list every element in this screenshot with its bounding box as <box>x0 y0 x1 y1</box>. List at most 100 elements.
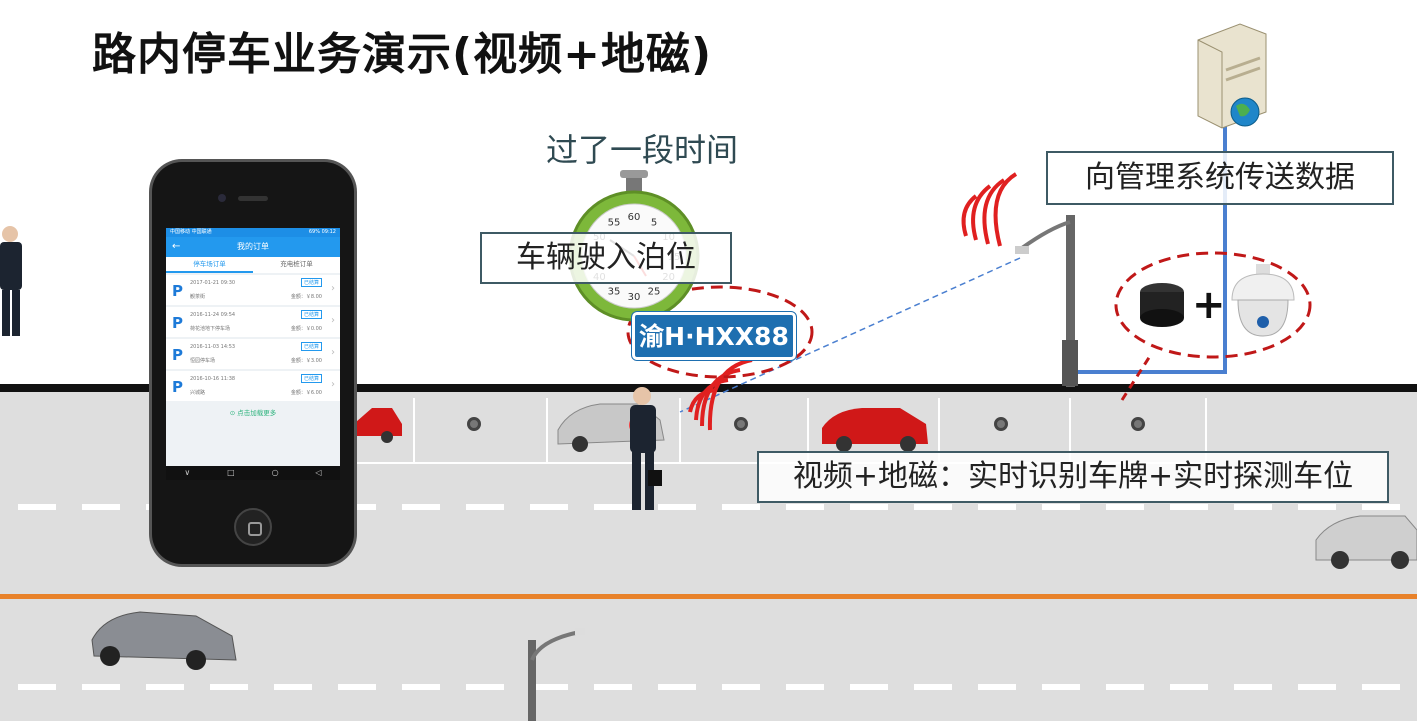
app-bar-title: 我的订单 <box>237 242 269 251</box>
lane-dash <box>1106 504 1144 510</box>
lane-dash <box>18 504 56 510</box>
lane-dash <box>338 684 376 690</box>
stopwatch-number: 30 <box>628 292 641 303</box>
lane-dash <box>1234 684 1272 690</box>
geomagnetic-sensor-icon <box>994 417 1008 431</box>
lane-dash <box>786 684 824 690</box>
parking-p-icon: P <box>172 314 183 332</box>
lane-dash <box>1234 504 1272 510</box>
lane-dash <box>658 684 696 690</box>
home-button[interactable] <box>234 508 272 546</box>
lane-dash <box>402 684 440 690</box>
parking-p-icon: P <box>172 378 183 396</box>
chevron-right-icon: › <box>331 347 335 358</box>
lane-dash <box>338 504 376 510</box>
lane-dash <box>1170 684 1208 690</box>
lane-dash <box>722 684 760 690</box>
lane-dash <box>1362 504 1400 510</box>
lane-dash <box>274 684 312 690</box>
lane-dash <box>978 684 1016 690</box>
stopwatch-number: 35 <box>608 287 621 298</box>
chevron-right-icon: › <box>331 283 335 294</box>
order-date: 2016-10-16 11:38 <box>190 376 236 382</box>
status-carrier: 中国移动 中国联通 <box>170 229 212 235</box>
status-bar: 中国移动 中国联通 69% 09:12 <box>166 228 340 237</box>
street-lamp-icon <box>1015 215 1078 387</box>
lane-dash <box>530 504 568 510</box>
device-highlight-ring <box>1114 251 1312 359</box>
order-location: 恒园停车场 <box>190 358 216 364</box>
geomagnetic-sensor-icon <box>734 417 748 431</box>
parking-p-icon: P <box>172 282 183 300</box>
license-plate: 渝H·HXX88 <box>631 311 797 361</box>
geomagnetic-sensor-icon <box>467 417 481 431</box>
lane-dash <box>850 504 888 510</box>
video-geomag-label: 视频+地磁：实时识别车牌+实时探测车位 <box>757 451 1389 503</box>
nav-recent-icon[interactable]: □ <box>227 468 235 477</box>
order-location: 荷花池地下停车场 <box>190 326 231 332</box>
nav-down-icon[interactable]: ∨ <box>184 468 191 477</box>
vehicle-enter-label: 车辆驶入泊位 <box>480 232 732 284</box>
lane-dash <box>850 684 888 690</box>
nav-back-icon[interactable]: ◁ <box>315 468 322 477</box>
order-amount: 金额：￥3.00 <box>290 358 322 364</box>
order-status-badge: 已结算 <box>300 374 322 383</box>
order-status-badge: 已结算 <box>300 278 322 287</box>
lane-dash <box>1106 684 1144 690</box>
stopwatch-number: 25 <box>648 287 661 298</box>
center-line <box>0 594 1417 599</box>
stopwatch-number: 60 <box>628 212 641 223</box>
signal-wave-icon <box>688 358 753 431</box>
lane-dash <box>466 684 504 690</box>
phone-screen: 中国移动 中国联通 69% 09:12 ← 我的订单 停车场订单 充电桩订单 P… <box>166 228 340 480</box>
nav-home-icon[interactable]: ○ <box>271 468 279 477</box>
send-to-system-label: 向管理系统传送数据 <box>1046 151 1394 205</box>
lane-dash <box>914 504 952 510</box>
lane-dash <box>786 504 824 510</box>
phone-speaker <box>238 196 268 201</box>
street-lamp-icon <box>528 628 585 721</box>
car-icon <box>356 408 402 443</box>
order-amount: 金额：￥6.00 <box>290 390 322 396</box>
plate-highlight-ring <box>626 285 814 379</box>
lane-dash <box>1362 684 1400 690</box>
load-more-link[interactable]: ⊙ 点击加载更多 <box>229 409 277 417</box>
phone-camera-icon <box>218 194 226 202</box>
lane-dash <box>402 504 440 510</box>
chevron-right-icon: › <box>331 315 335 326</box>
stopwatch-number: 55 <box>608 217 621 228</box>
lane-dash <box>466 504 504 510</box>
data-link-line <box>679 257 1021 413</box>
lane-dash <box>146 684 184 690</box>
lane-dash <box>1298 504 1336 510</box>
person-icon <box>0 226 22 336</box>
order-date: 2016-11-24 09:54 <box>190 312 236 318</box>
back-arrow-icon[interactable]: ← <box>172 241 181 252</box>
android-nav-bar: ∨ □ ○ ◁ <box>166 466 340 480</box>
order-row[interactable]: P 2016-10-16 11:38 兴城路 已结算 金额：￥6.00 › <box>166 371 340 401</box>
geomagnetic-sensor-icon <box>1140 283 1184 327</box>
order-date: 2016-11-03 14:53 <box>190 344 236 350</box>
camera-icon <box>1231 264 1295 337</box>
globe-icon <box>1230 97 1260 127</box>
car-icon <box>91 611 237 670</box>
stopwatch-number: 5 <box>651 217 657 228</box>
lane-dash <box>530 684 568 690</box>
tab-parking-orders[interactable]: 停车场订单 <box>166 257 253 273</box>
lane-dash <box>594 504 632 510</box>
order-row[interactable]: P 2016-11-24 09:54 荷花池地下停车场 已结算 金额：￥0.00… <box>166 307 340 337</box>
time-passed-label: 过了一段时间 <box>546 131 739 169</box>
order-tabs: 停车场订单 充电桩订单 <box>166 257 340 273</box>
chevron-right-icon: › <box>331 379 335 390</box>
order-status-badge: 已结算 <box>300 310 322 319</box>
signal-wave-icon <box>961 172 1018 247</box>
order-row[interactable]: P 2016-11-03 14:53 恒园停车场 已结算 金额：￥3.00 › <box>166 339 340 369</box>
load-more-label: 点击加载更多 <box>237 409 277 417</box>
order-amount: 金额：￥8.00 <box>290 294 322 300</box>
status-battery-time: 69% 09:12 <box>308 229 336 235</box>
tab-charging-orders[interactable]: 充电桩订单 <box>280 260 313 268</box>
home-square-icon <box>248 522 262 536</box>
car-icon <box>822 408 928 452</box>
lane-dash <box>722 504 760 510</box>
order-row[interactable]: P 2017-01-21 09:30 観茶街 已结算 金额：￥8.00 › <box>166 275 340 305</box>
